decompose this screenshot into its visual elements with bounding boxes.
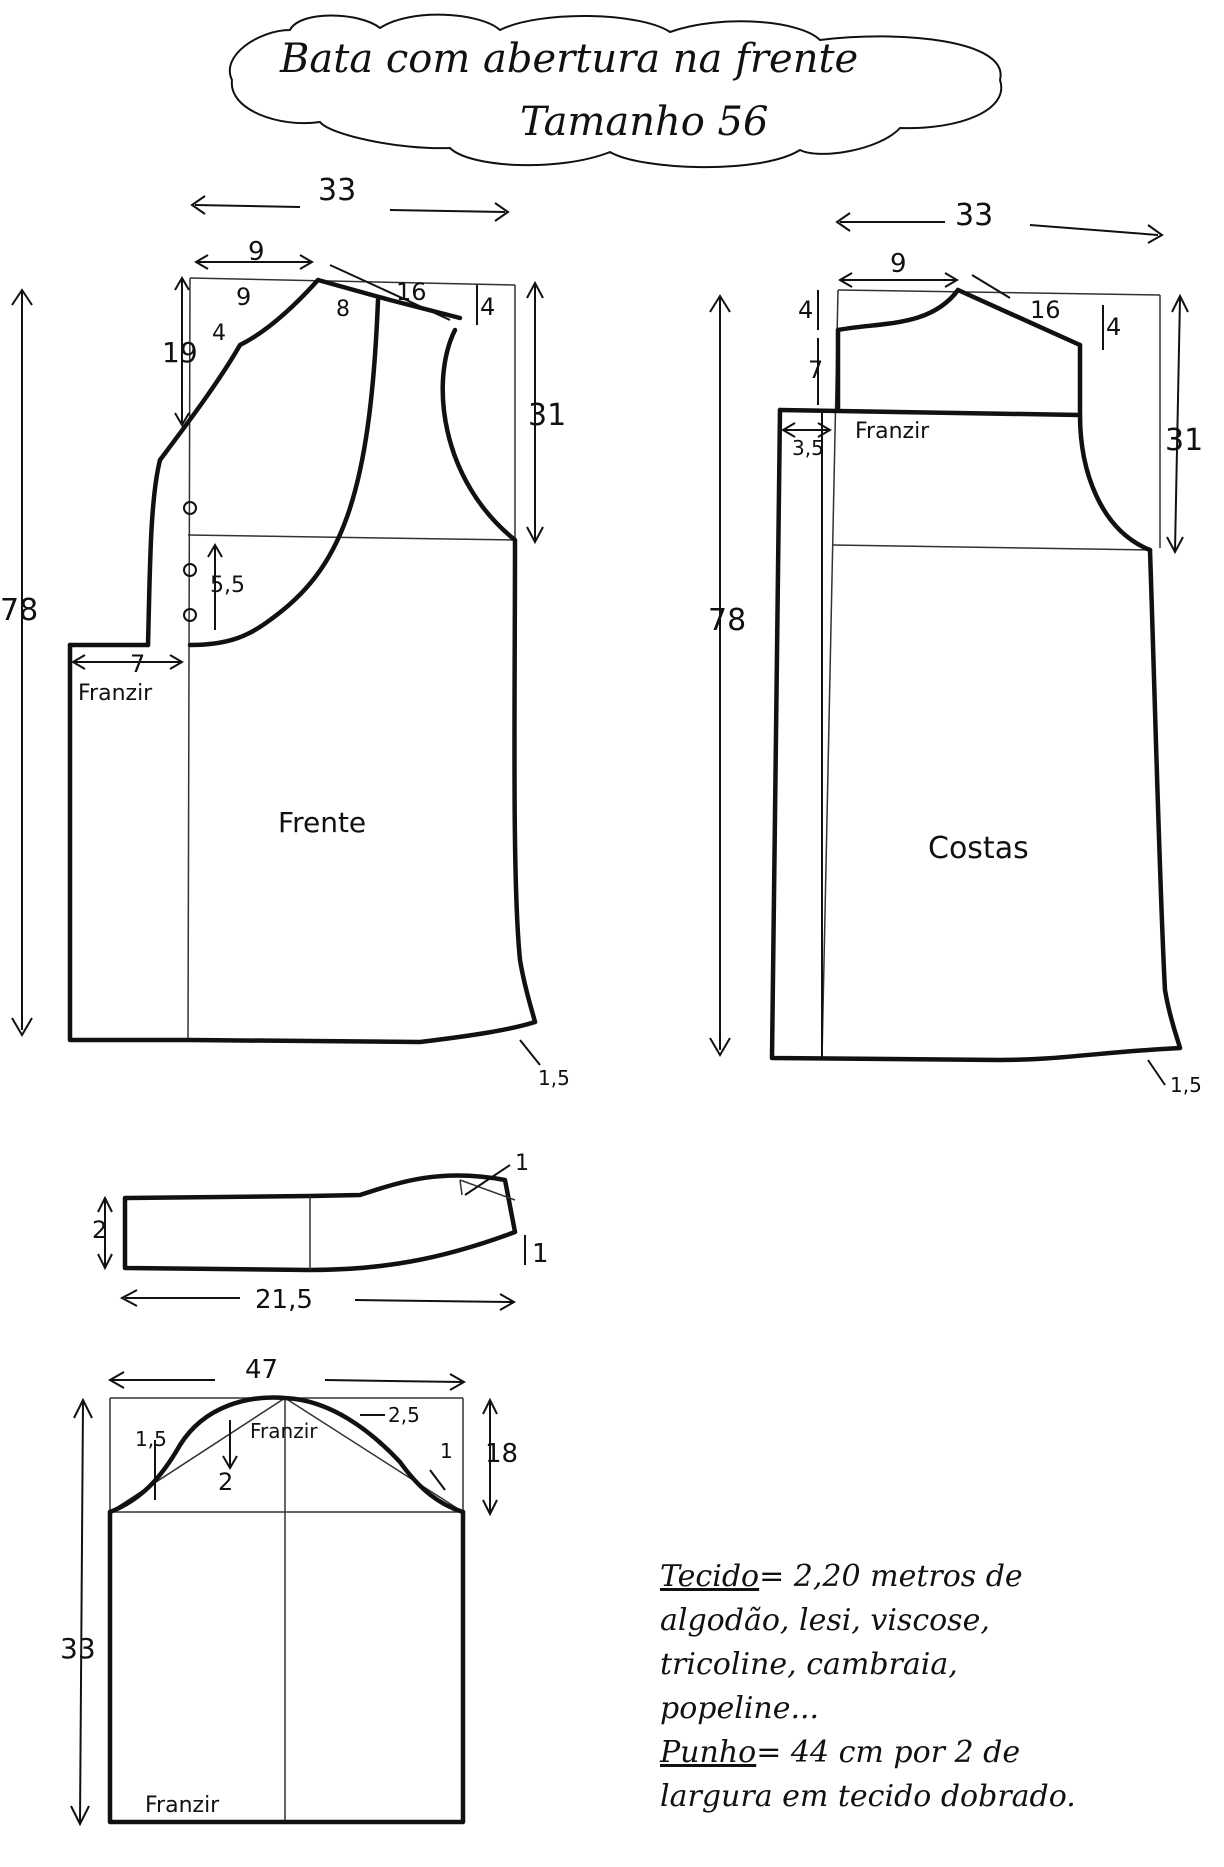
front-button-spacing-label: 5,5 [210,573,245,598]
collar-tip-rise-label: 1 [515,1151,529,1176]
title-line-2: Tamanho 56 [520,99,768,145]
front-piece [67,277,538,1045]
front-shoulder-drop-label: 4 [480,293,495,321]
sleeve-cap-height-label: 18 [485,1439,518,1469]
sleeve-width-label: 47 [245,1355,278,1385]
fabric-notes: Tecido= 2,20 metros de algodão, lesi, vi… [660,1555,1120,1819]
button-1 [183,501,197,515]
fabric-text: = 2,20 metros de algodão, lesi, viscose,… [660,1559,1023,1726]
front-width-label: 33 [318,173,356,208]
title-cloud [228,13,1003,169]
front-hem-rise-label: 1,5 [538,1066,570,1090]
back-gather-offset-label: 3,5 [792,436,824,460]
back-dimensions [709,212,1189,1086]
fabric-note: Tecido= 2,20 metros de algodão, lesi, vi… [660,1555,1120,1731]
front-length-label: 78 [0,593,38,628]
front-side-label: 31 [528,398,566,433]
sleeve-body-length-label: 33 [60,1632,96,1665]
front-gather-label: Franzir [78,681,153,706]
cuff-note: Punho= 44 cm por 2 de largura em tecido … [660,1731,1120,1819]
back-side-label: 31 [1165,423,1203,458]
back-shoulder-drop-label: 4 [1106,313,1121,341]
back-neck-depth-label: 4 [798,296,813,324]
cuff-text: = 44 cm por 2 de largura em tecido dobra… [660,1735,1076,1814]
back-yoke-depth-label: 7 [808,356,823,384]
back-piece [769,287,1183,1063]
sleeve-dimensions [70,1371,498,1827]
collar-piece [122,1173,518,1273]
button-3 [183,608,197,622]
sleeve-cap-right-label: 2,5 [388,1403,420,1427]
back-neck-width-label: 9 [890,249,907,279]
front-piece-name: Frente [278,806,366,839]
collar-length-label: 21,5 [255,1285,313,1315]
back-hem-rise-label: 1,5 [1170,1073,1202,1097]
collar-dimensions [97,1164,526,1311]
front-neck-drop-label: 19 [162,336,198,369]
sleeve-cap-edge-label: 1 [440,1439,453,1463]
sleeve-cap-left-label: 1,5 [135,1427,167,1451]
fabric-label: Tecido [660,1559,760,1594]
collar-tip-drop-label: 1 [532,1239,549,1269]
button-2 [183,563,197,577]
front-gather-width-label: 7 [130,650,145,678]
back-width-label: 33 [955,198,993,233]
back-gather-label: Franzir [855,419,930,444]
front-dimensions [11,195,544,1066]
sleeve-cuff-gather-label: Franzir [145,1793,220,1818]
collar-height-label: 2 [92,1216,107,1244]
front-neck-depth-label: 9 [236,283,251,311]
back-piece-name: Costas [928,831,1029,866]
title-line-1: Bata com abertura na frente [279,36,858,82]
front-facing-label: 8 [336,297,350,322]
back-shoulder-label: 16 [1030,296,1061,324]
front-neck-offset-label: 4 [212,321,226,346]
front-shoulder-label: 16 [396,278,427,306]
cuff-label: Punho [660,1735,757,1770]
sleeve-cap-center-label: 2 [218,1468,233,1496]
back-length-label: 78 [708,603,746,638]
sleeve-piece [107,1395,466,1825]
sleeve-cap-gather-label: Franzir [250,1419,318,1443]
front-neck-width-label: 9 [248,237,265,267]
